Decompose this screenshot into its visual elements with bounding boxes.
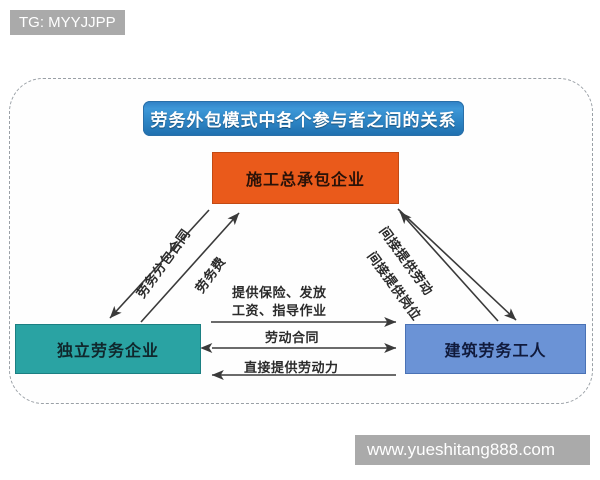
node-construction-workers-label: 建筑劳务工人: [444, 343, 547, 360]
edge-label-direct-labor: 直接提供劳动力: [244, 360, 339, 375]
node-labor-company-label: 独立劳务企业: [56, 343, 159, 360]
watermark-website: www.yueshitang888.com: [355, 435, 590, 465]
watermark-telegram: TG: MYYJJPP: [10, 10, 125, 35]
node-general-contractor-label: 施工总承包企业: [245, 172, 365, 189]
diagram-title-text: 劳务外包模式中各个参与者之间的关系: [150, 111, 457, 130]
diagram-title-banner: 劳务外包模式中各个参与者之间的关系: [143, 101, 464, 136]
edge-label-insurance-line1: 提供保险、发放: [232, 285, 327, 300]
node-general-contractor[interactable]: 施工总承包企业: [212, 152, 399, 204]
node-construction-workers[interactable]: 建筑劳务工人: [405, 324, 586, 374]
watermark-telegram-text: TG: MYYJJPP: [19, 14, 116, 31]
node-labor-company[interactable]: 独立劳务企业: [15, 324, 201, 374]
edge-label-insurance: 提供保险、发放 工资、指导作业: [232, 284, 327, 320]
watermark-website-text: www.yueshitang888.com: [367, 440, 556, 459]
edge-label-insurance-line2: 工资、指导作业: [232, 303, 327, 318]
edge-label-labor-contract: 劳动合同: [265, 330, 320, 345]
